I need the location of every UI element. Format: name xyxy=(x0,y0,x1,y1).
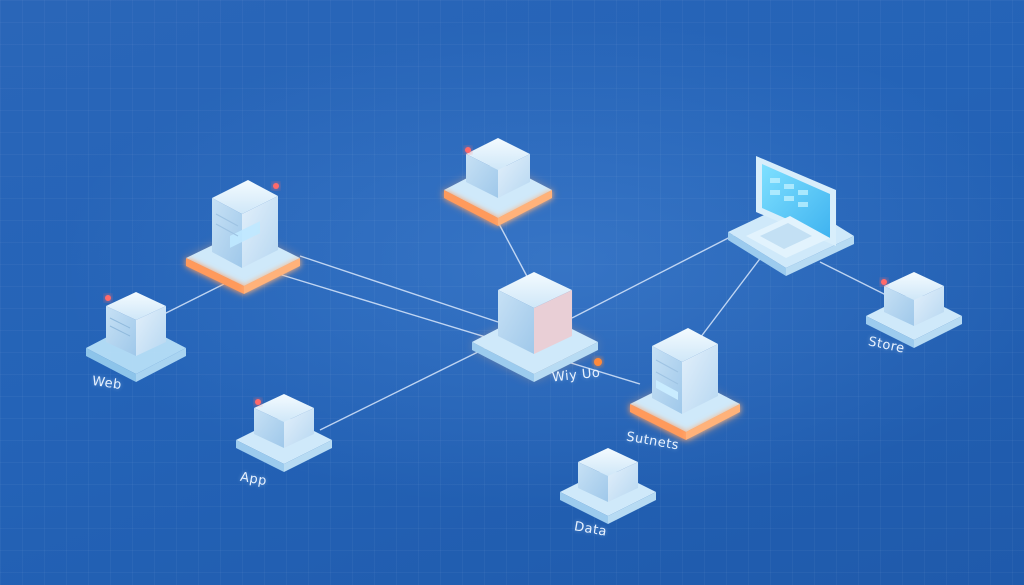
cube-node-icon xyxy=(498,272,572,354)
link-app-hub xyxy=(319,345,491,431)
link-hub-laptop xyxy=(571,231,741,319)
server-rack-icon xyxy=(212,180,278,268)
node-hub[interactable] xyxy=(472,272,602,382)
laptop-icon xyxy=(746,156,836,258)
cube-node-icon xyxy=(578,448,638,502)
node-web[interactable] xyxy=(86,292,186,382)
node-data[interactable] xyxy=(560,448,656,524)
connection-lines xyxy=(159,221,889,431)
link-laptop-subnet xyxy=(699,255,763,339)
cube-node-icon xyxy=(884,272,944,326)
node-server-main[interactable] xyxy=(186,180,300,294)
cube-node-icon xyxy=(466,138,530,198)
node-laptop[interactable] xyxy=(728,156,854,276)
node-app[interactable] xyxy=(236,394,332,472)
node-top-cube[interactable] xyxy=(444,138,552,226)
link-top-hub xyxy=(497,221,531,283)
link-server-subnet xyxy=(271,271,641,385)
server-rack-icon xyxy=(106,292,166,356)
node-subnet[interactable] xyxy=(630,328,740,440)
node-store[interactable] xyxy=(866,272,962,348)
server-rack-icon xyxy=(652,328,718,414)
link-laptop-store xyxy=(819,261,889,297)
link-server-hub xyxy=(299,255,499,323)
cube-node-icon xyxy=(254,394,314,448)
